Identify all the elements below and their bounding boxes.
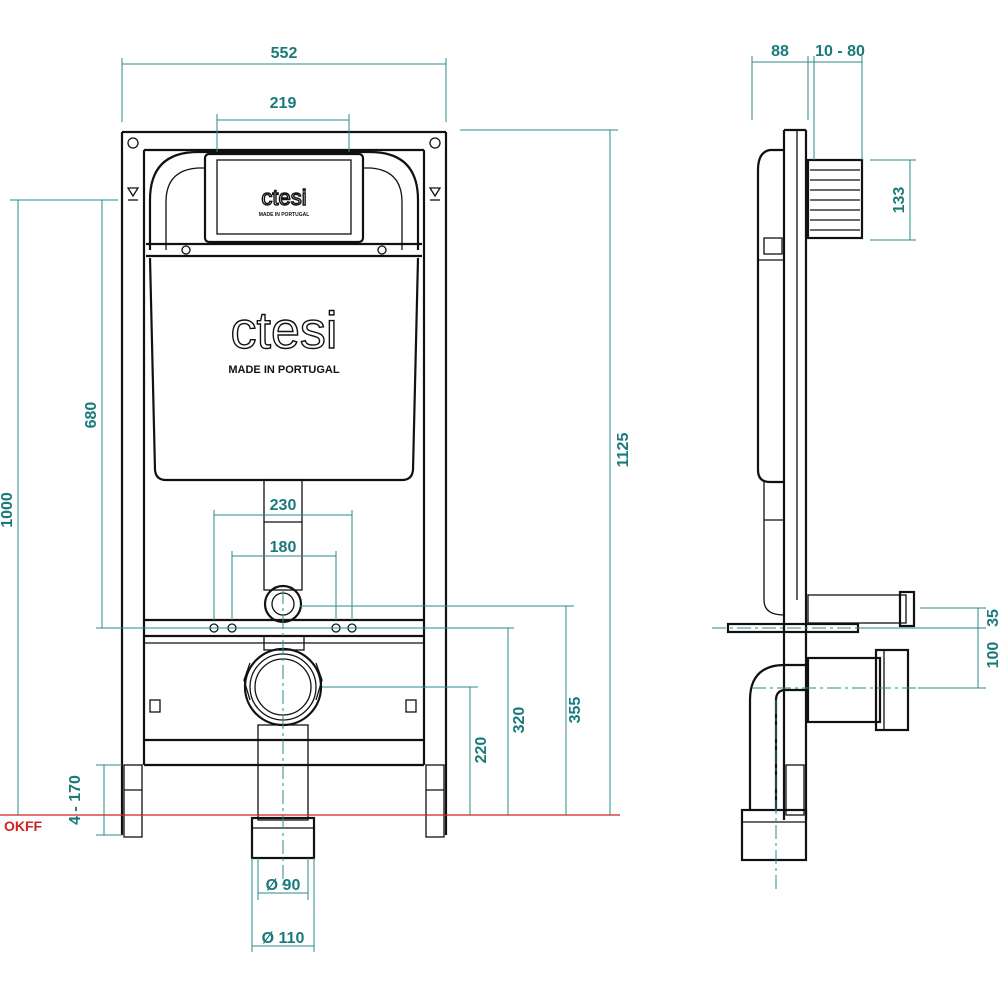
- dim-cistern-height: 680: [83, 402, 100, 429]
- dim-rest-height: 1000: [0, 492, 16, 528]
- dim-drain-small: Ø 90: [266, 877, 301, 894]
- floor-label: OKFF: [4, 818, 43, 834]
- dim-frame-height: 1125: [615, 433, 632, 468]
- dim-cistern-plate: 219: [270, 95, 297, 112]
- dim-bolt-inner: 180: [270, 539, 297, 556]
- logo-small: ctesi: [261, 185, 306, 210]
- dim-bolt-height: 320: [511, 707, 528, 734]
- dim-depth-frame: 88: [771, 43, 789, 60]
- dim-flush-plate-height: 133: [891, 187, 908, 214]
- dim-leg-adjust: 4 - 170: [67, 775, 84, 825]
- dim-inlet-offset: 35: [985, 609, 1000, 627]
- dim-depth-adjust: 10 - 80: [815, 43, 865, 60]
- dim-drain-height: 220: [473, 737, 490, 764]
- front-cistern: [146, 150, 422, 591]
- dim-width-total: 552: [271, 45, 298, 62]
- front-frame: [120, 130, 448, 838]
- dim-drain-large: Ø 110: [262, 930, 305, 947]
- dimension-lines: [10, 56, 986, 952]
- dim-inlet-height: 355: [567, 697, 584, 724]
- dim-bolt-outer: 230: [270, 497, 297, 514]
- logo-large: ctesi: [231, 302, 338, 360]
- thread-lines: [810, 169, 860, 231]
- made-in-small: MADE IN PORTUGAL: [259, 212, 310, 218]
- side-view: [726, 128, 916, 862]
- made-in-label: MADE IN PORTUGAL: [228, 364, 340, 376]
- dim-drain-offset: 100: [985, 642, 1000, 669]
